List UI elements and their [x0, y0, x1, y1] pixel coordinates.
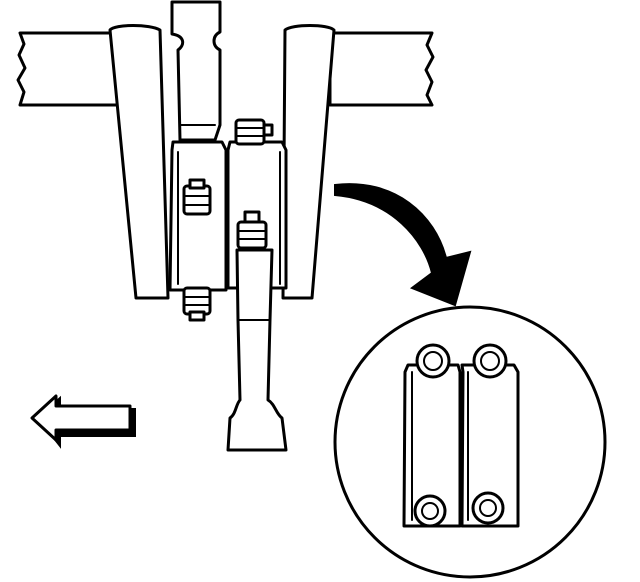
left-rod-cap — [168, 140, 228, 292]
detail-right-rod-cap — [460, 363, 520, 528]
bolt-icon — [413, 494, 447, 528]
crankshaft-right-stub — [328, 31, 435, 107]
direction-arrow-icon — [30, 394, 136, 449]
crankshaft-left-stub — [16, 31, 122, 107]
bolt-icon — [182, 178, 212, 216]
bolt-icon — [234, 118, 274, 146]
left-counterweight — [108, 24, 170, 300]
bolt-icon — [415, 343, 451, 379]
bolt-icon — [471, 491, 505, 525]
upper-connecting-rod — [170, 0, 222, 142]
bolt-icon — [182, 286, 212, 322]
right-counterweight — [281, 24, 336, 300]
lower-connecting-rod — [226, 248, 288, 452]
curved-arrow-icon — [334, 183, 472, 307]
bolt-icon — [472, 343, 508, 379]
detail-left-rod-cap — [402, 363, 462, 528]
bolt-icon — [236, 210, 268, 250]
